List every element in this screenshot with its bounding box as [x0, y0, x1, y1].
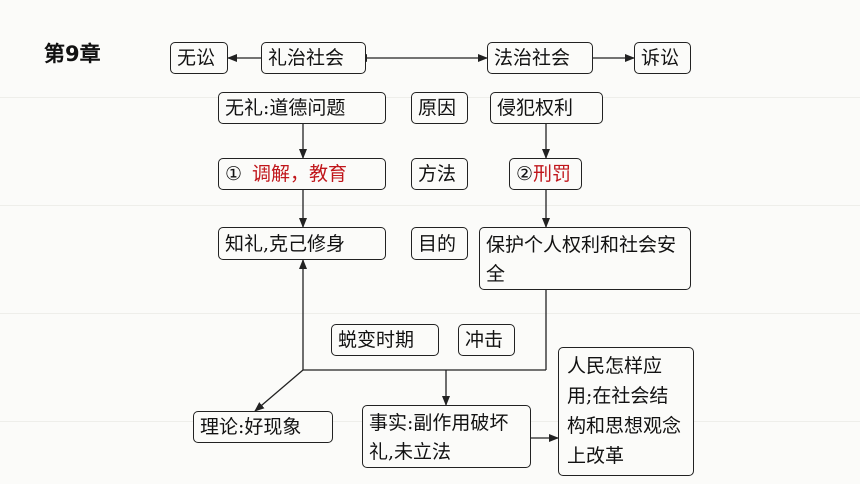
node-lizhi-shehui: 礼治社会 [261, 42, 366, 74]
label-mudi: 目的 [411, 227, 468, 260]
node-qinfan-quanli: 侵犯权利 [490, 92, 603, 124]
node-wuli: 无礼:道德问题 [218, 92, 386, 124]
node-baohu: 保护个人权利和社会安全 [479, 227, 691, 290]
node-renmin: 人民怎样应用;在社会结构和思想观念上改革 [558, 347, 694, 476]
node-zhili: 知礼,克己修身 [218, 227, 386, 260]
arrow-to-lilun [254, 369, 304, 412]
chapter-title: 第9章 [44, 42, 101, 66]
label-chongji: 冲击 [458, 324, 515, 356]
node-wusong: 无讼 [170, 42, 228, 74]
node-fazhi-shehui: 法治社会 [487, 42, 593, 74]
node-susong: 诉讼 [634, 42, 691, 74]
node-shishi: 事实:副作用破坏礼,未立法 [362, 405, 531, 468]
label-yuanyin: 原因 [411, 92, 468, 124]
node-lilun: 理论:好现象 [193, 411, 333, 443]
label-fangfa: 方法 [411, 158, 468, 190]
label-tuibian-shiqi: 蜕变时期 [331, 324, 439, 356]
